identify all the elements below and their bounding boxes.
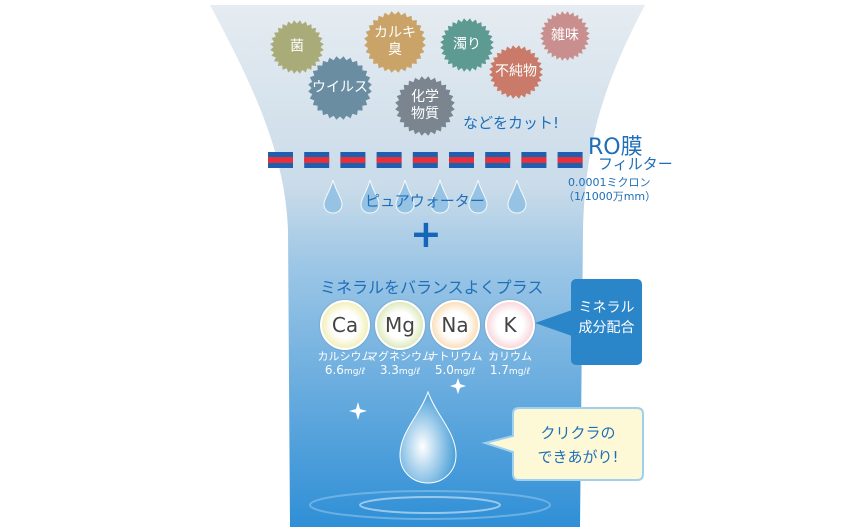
filter-title: RO膜 [588,135,643,160]
mineral-symbol: Na [441,313,469,337]
big-water-drop-icon [399,390,457,484]
mineral-na-badge: Na [430,300,480,350]
filter-segment [412,157,438,163]
bubble-text: クリクラの できあがり! [537,424,619,466]
ripple [309,490,551,520]
plus-sign: + [410,212,442,256]
contaminant-label: 化学 物質 [411,89,439,122]
funnel [210,5,645,527]
mineral-unit: mg/ℓ [398,367,421,377]
mineral-unit: mg/ℓ [508,367,531,377]
sparkle-icon [349,402,367,420]
mineral-unit: mg/ℓ [453,367,476,377]
water-drop-icon [468,179,488,214]
filter-segment [521,157,547,163]
mineral-name: ナトリウム [427,350,483,363]
water-drop-icon [430,179,450,214]
ripple [359,496,501,514]
filter-segment [376,157,402,163]
contaminant-burst [489,45,543,99]
mineral-value: 6.6mg/ℓ [325,363,365,377]
mineral-value: 1.7mg/ℓ [490,363,530,377]
contaminant-label: カルキ 臭 [374,25,416,58]
filter-size-note: （1/1000万mm） [563,190,657,203]
cut-text: などをカット! [463,114,560,132]
contaminant-label: 不純物 [495,63,537,80]
contaminant-label: 菌 [290,38,304,55]
filter-segment [268,157,293,163]
filter-segment [304,157,330,163]
mineral-amount: 6.6 [324,363,344,377]
mineral-k-badge: K [485,300,535,350]
filter-segment [557,157,583,163]
contaminant-label: 濁り [453,36,481,53]
mineral-name: カルシウム [317,350,373,363]
contaminant-burst [440,18,494,72]
speech-bubble [481,407,644,481]
contaminant-burst [270,20,324,74]
water-drop-icon [360,179,380,214]
mineral-value: 3.3mg/ℓ [380,363,420,377]
water-drop-icon [395,179,415,214]
mineral-symbol: Ca [331,313,359,337]
filter-subtitle: フィルター [598,155,673,173]
filter-size: 0.0001ミクロン [568,176,651,189]
mineral-box [571,279,642,365]
contaminant-burst [540,11,590,61]
mineral-amount: 3.3 [379,363,399,377]
mineral-box-pointer [535,310,572,336]
filter-segment [449,157,474,163]
contaminant-burst [364,11,426,73]
filter-segment [485,157,511,163]
mineral-name: カリウム [488,350,532,363]
contaminant-burst [308,56,372,120]
mineral-ca-badge: Ca [320,300,370,350]
minerals-heading: ミネラルをバランスよくプラス [320,278,544,297]
mineral-box-text: ミネラル 成分配合 [578,300,635,336]
pure-water-label: ピュアウォーター [365,192,485,210]
ro-membrane [268,152,583,168]
mineral-amount: 1.7 [489,363,509,377]
water-drop-icon [507,179,527,214]
mineral-amount: 5.0 [434,363,454,377]
mineral-symbol: K [503,313,517,337]
filter-segment [340,157,366,163]
mineral-symbol: Mg [385,313,415,337]
water-drop-icon [323,179,343,214]
mineral-name: マグネシウム [367,350,433,363]
contaminant-burst [395,76,455,136]
contaminant-label: 雑味 [551,27,579,44]
mineral-mg-badge: Mg [375,300,425,350]
sparkle-icon [450,378,466,394]
mineral-value: 5.0mg/ℓ [435,363,475,377]
contaminant-label: ウイルス [312,79,368,96]
mineral-unit: mg/ℓ [343,367,366,377]
